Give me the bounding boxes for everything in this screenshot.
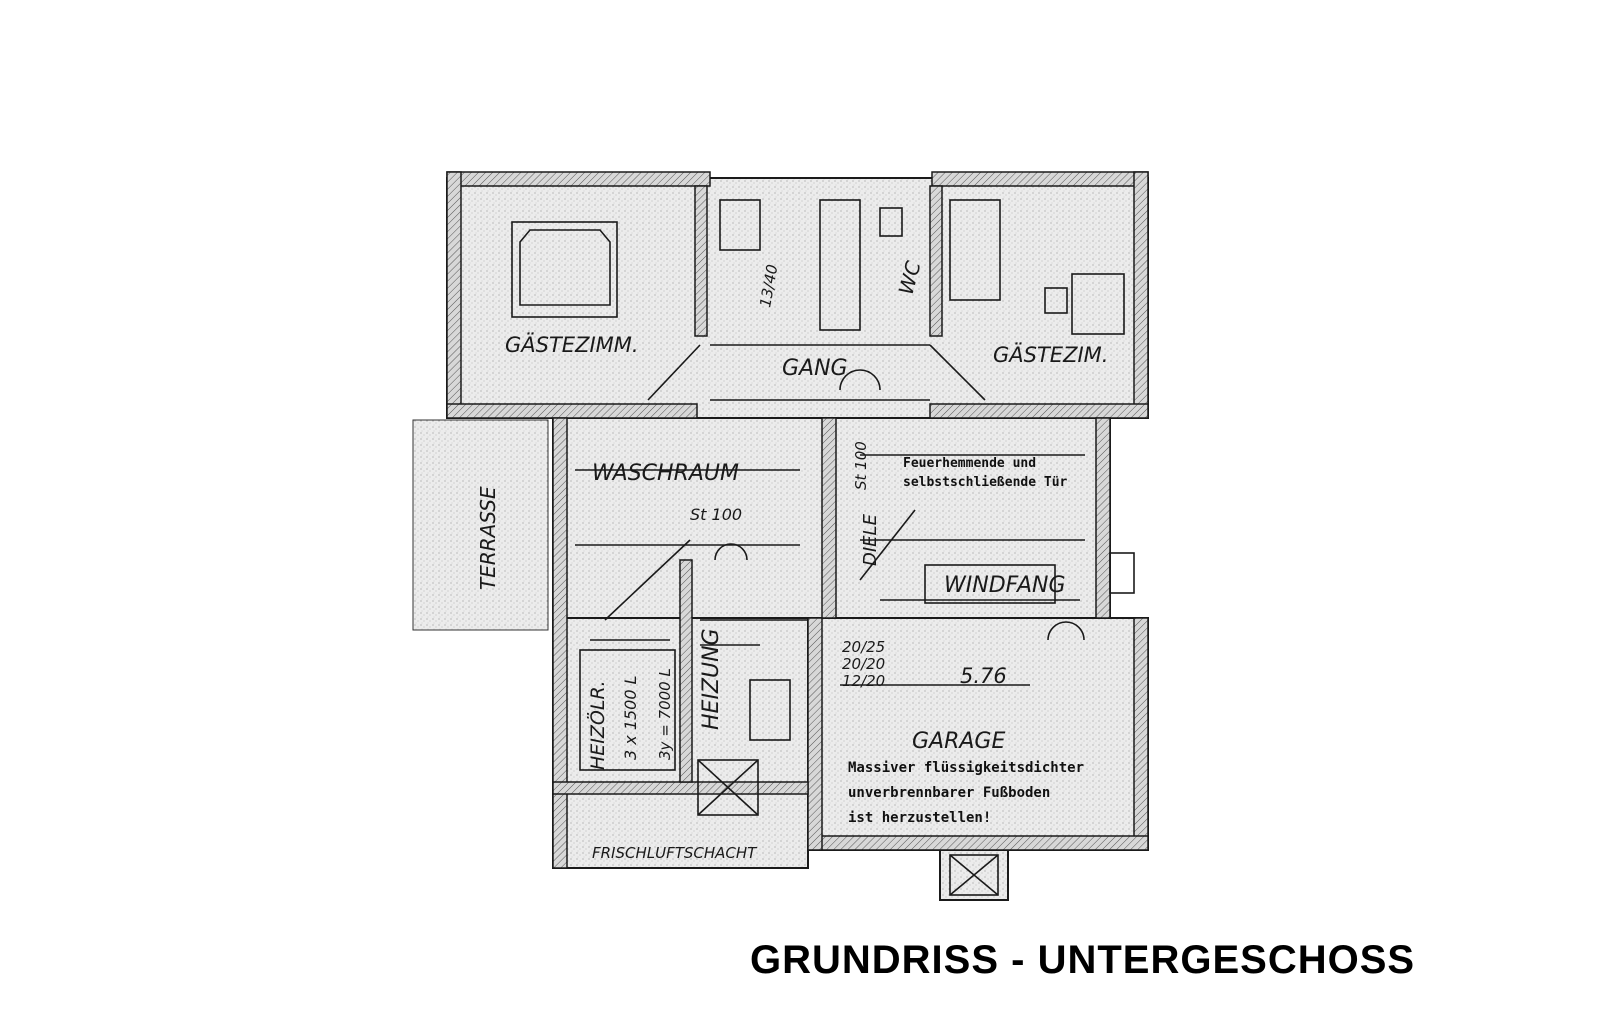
guest-right-label: GÄSTEZIM. <box>993 342 1108 367</box>
garage-note-1: Massiver flüssigkeitsdichter <box>848 760 1084 776</box>
fire-door-line-1: Feuerhemmende und <box>903 456 1036 471</box>
tank-annotation: 3 x 1500 L <box>621 675 640 760</box>
fire-door-line-2: selbstschließende Tür <box>903 475 1068 490</box>
room-labels: GÄSTEZIMM. GÄSTEZIM. GANG WC WASCHRAUM H… <box>476 258 1108 862</box>
dimension-3: 12/20 <box>842 672 885 690</box>
dimension-2: 20/20 <box>842 655 885 673</box>
laundry-note: St 100 <box>690 505 742 524</box>
garage-note-2: unverbrennbarer Fußboden <box>848 785 1050 801</box>
width-dimension: 5.76 <box>960 664 1007 688</box>
furniture-lines <box>511 199 1135 896</box>
shaft-label: FRISCHLUFTSCHACHT <box>592 844 758 862</box>
terrace-area <box>412 419 549 631</box>
hall-label: GANG <box>782 356 848 381</box>
hall-vertical-note: St 100 <box>852 441 870 490</box>
dimension-1: 20/25 <box>842 638 885 656</box>
guest-left-label: GÄSTEZIMM. <box>505 332 639 357</box>
heating-label: HEIZUNG <box>699 628 724 730</box>
tank-total-annotation: 3y = 7000 L <box>656 668 674 760</box>
vestibule-label: WINDFANG <box>944 573 1066 598</box>
exterior-walls <box>446 171 1149 869</box>
garage-label: GARAGE <box>912 729 1005 754</box>
laundry-label: WASCHRAUM <box>592 461 739 486</box>
page-title: GRUNDRISS - UNTERGESCHOSS <box>750 938 1416 982</box>
garage-note-3: ist herzustellen! <box>848 810 991 826</box>
terrace-label: TERRASSE <box>476 486 500 590</box>
oil-label: HEIZÖLR. <box>586 680 609 770</box>
annotations: 13/40 St 100 St 100 3 x 1500 L 3y = 7000… <box>621 263 1084 826</box>
stair-label: DIELE <box>860 513 881 566</box>
